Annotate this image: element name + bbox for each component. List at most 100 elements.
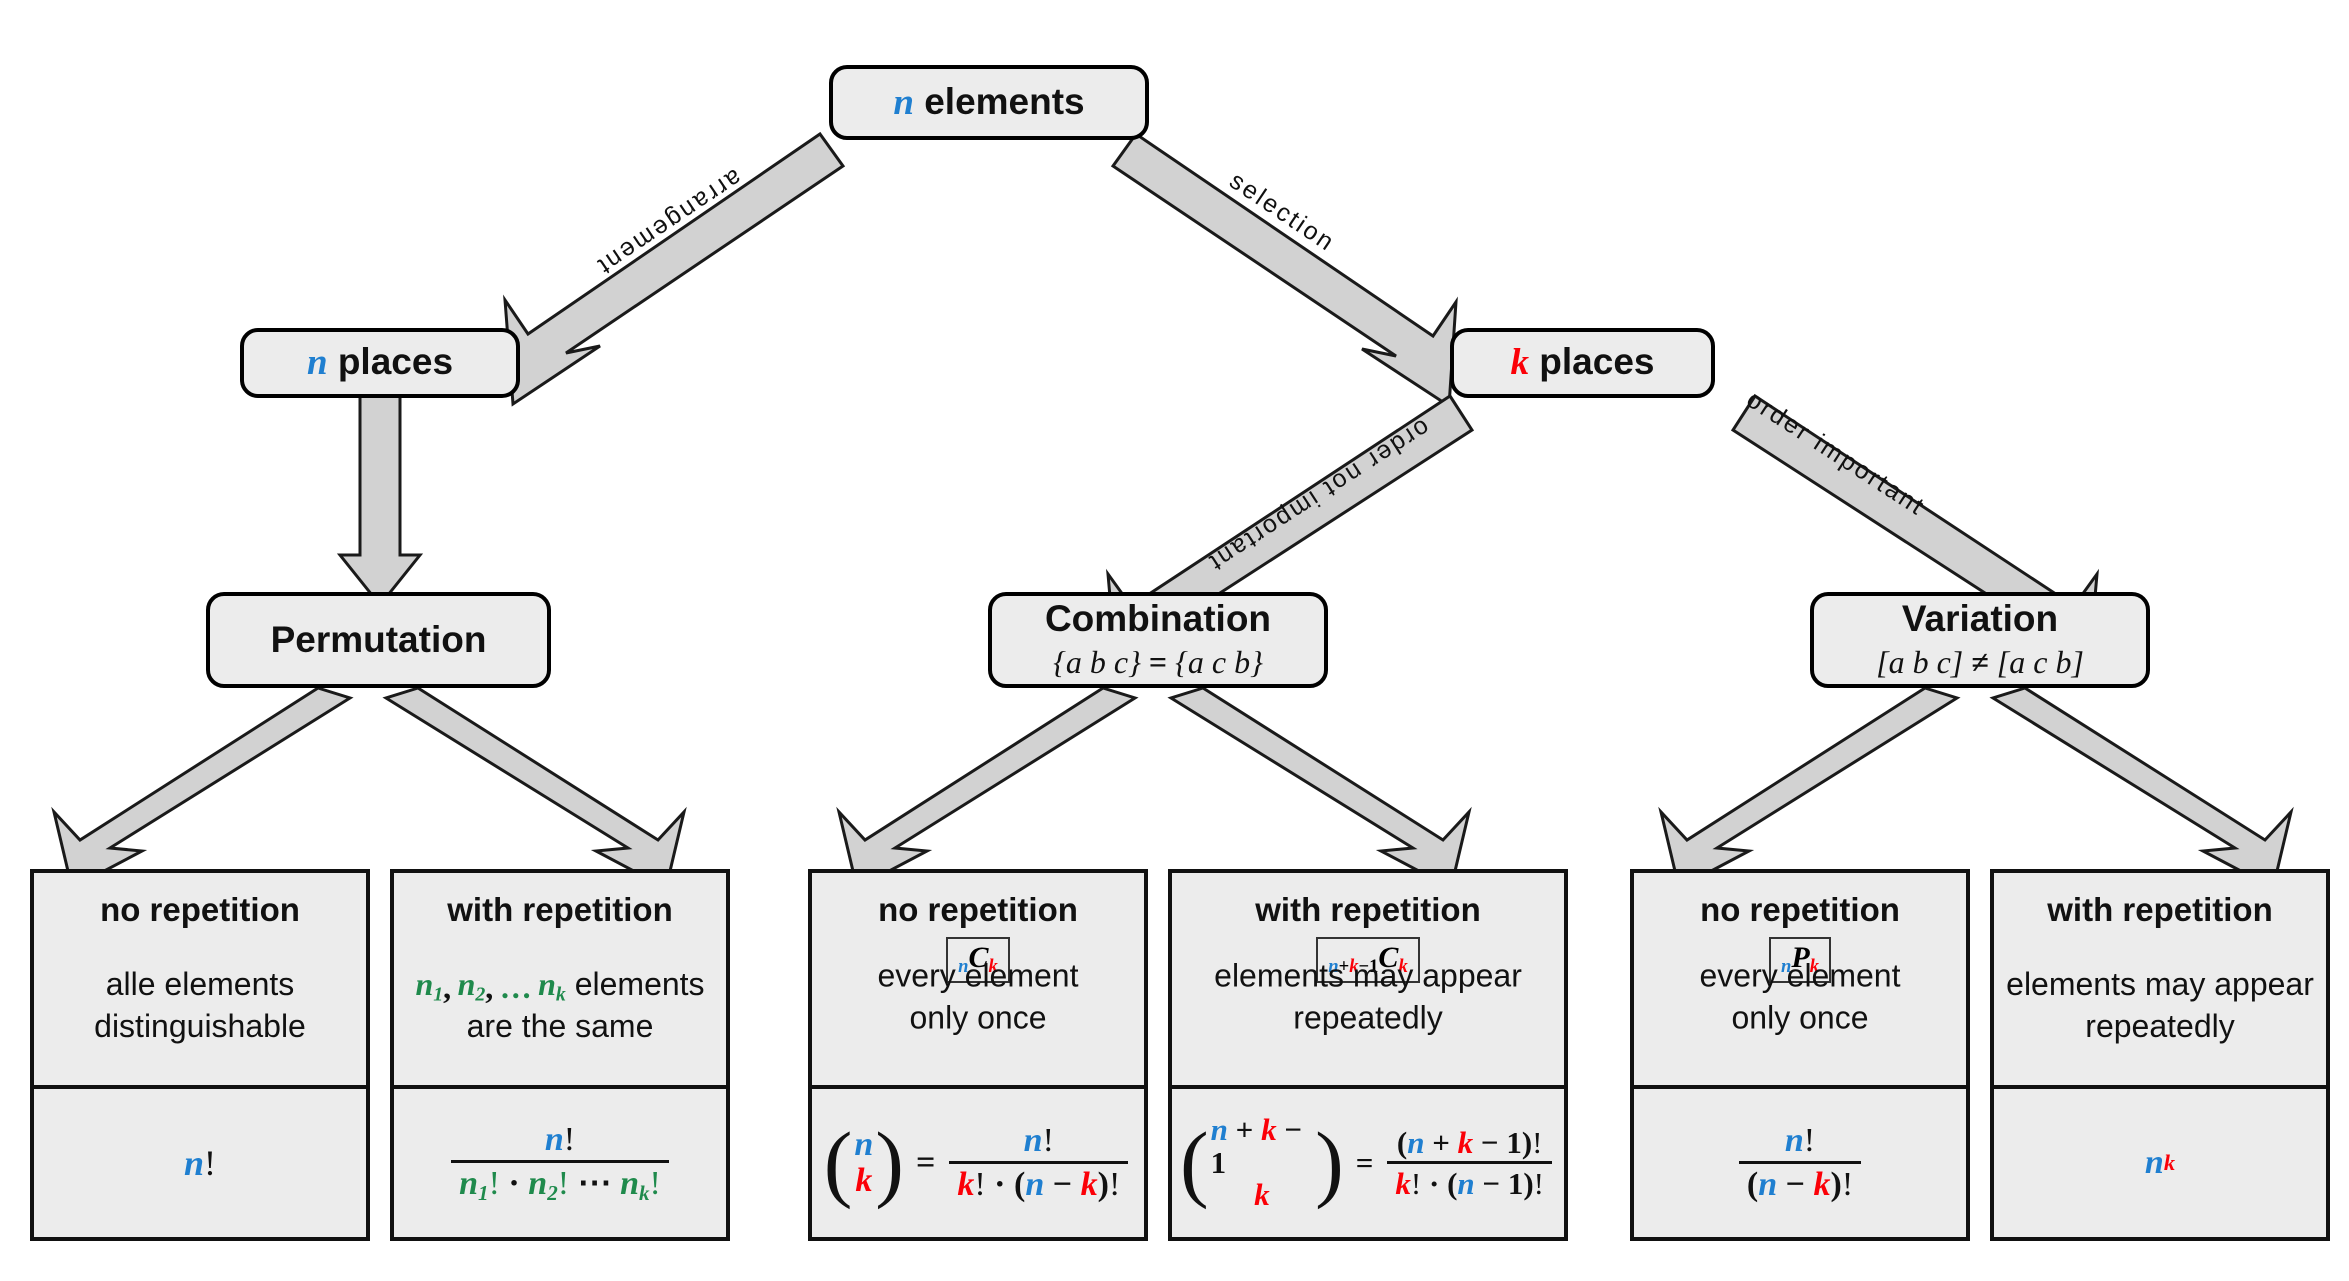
fraction-numerator: n!	[544, 1120, 576, 1158]
leaf-combination-with-repetition[interactable]: with repetition n+k−1Ck elements may app…	[1168, 869, 1568, 1241]
node-n-elements[interactable]: n elements	[829, 65, 1149, 140]
node-combination[interactable]: Combination {a b c} = {a c b}	[988, 592, 1328, 688]
fraction-numerator: (n + k − 1)!	[1396, 1124, 1543, 1160]
leaf-head: no repetition	[878, 891, 1078, 928]
variable-n: n	[306, 342, 328, 384]
variable-n: n	[2144, 1144, 2164, 1181]
formula-n-factorial: n!	[184, 1145, 216, 1181]
arrow-permutation-to-with-repetition	[382, 686, 687, 891]
node-variation[interactable]: Variation [a b c] ≠ [a c b]	[1810, 592, 2150, 688]
leaf-description-line1: alle elements	[105, 966, 295, 1003]
leaf-description: n1, n2, … nk elements are the same	[394, 964, 726, 1047]
variation-tuple-left: [a b c]	[1876, 643, 1964, 680]
fraction-denominator: k! · (n − 1)!	[1387, 1160, 1552, 1199]
symbol-P: P	[1791, 940, 1810, 974]
combination-equals: =	[1148, 643, 1168, 680]
node-variation-label: Variation	[1901, 598, 2059, 640]
symbol-C: C	[1378, 940, 1399, 974]
variable-n1: n1	[415, 966, 444, 1006]
symbol-C: C	[968, 940, 989, 974]
leaf-top: no repetition nCk every element only onc…	[812, 873, 1144, 1085]
node-k-places-label: k places	[1511, 341, 1655, 384]
leaf-formula: ( n k ) = n! k! · (n − k)!	[812, 1085, 1144, 1237]
leaf-description-line2: only once	[909, 999, 1047, 1036]
variable-k: k	[2163, 1149, 2176, 1175]
right-paren: )	[875, 1114, 904, 1211]
variable-n: n	[958, 956, 969, 978]
leaf-top: with repetition n+k−1Ck elements may app…	[1172, 873, 1564, 1085]
leaf-variation-with-repetition[interactable]: with repetition elements may appear repe…	[1990, 869, 2330, 1241]
leaf-formula: n! (n − k)!	[1634, 1085, 1966, 1237]
node-variation-example: [a b c] ≠ [a c b]	[1876, 644, 2084, 681]
node-k-places[interactable]: k places	[1450, 328, 1715, 398]
node-n-elements-text: elements	[924, 80, 1085, 122]
arrow-root-to-k-places	[1110, 131, 1458, 409]
variation-not-equals: ≠	[1971, 643, 1989, 680]
factorial-sign: !	[204, 1143, 217, 1183]
leaf-description-line1: every element	[1699, 957, 1901, 994]
formula-multiset-permutation: n! n1! · n2! ⋯ nk!	[451, 1120, 669, 1204]
arrow-n-places-to-permutation	[336, 393, 424, 608]
binomial-symbol: ( n + k − 1 k )	[1180, 1113, 1344, 1213]
node-permutation-label: Permutation	[270, 618, 487, 660]
variable-k: k	[1398, 956, 1408, 978]
leaf-description-line2: repeatedly	[2085, 1007, 2235, 1044]
binomial-symbol: ( n k )	[823, 1114, 904, 1211]
leaf-formula: ( n + k − 1 k ) = (n + k − 1)! k! · (n −…	[1172, 1085, 1564, 1237]
leaf-top: no repetition alle elements distinguisha…	[34, 873, 366, 1085]
arrow-variation-to-no-repetition	[1658, 686, 1961, 891]
fraction-denominator: k! · (n − k)!	[949, 1161, 1129, 1202]
left-paren: (	[823, 1114, 853, 1211]
binomial-stack: n k	[852, 1127, 875, 1198]
leaf-head: with repetition	[1255, 891, 1481, 928]
leaf-permutation-no-repetition[interactable]: no repetition alle elements distinguisha…	[30, 869, 370, 1241]
arrow-permutation-to-no-repetition	[51, 686, 354, 891]
leaf-combination-no-repetition[interactable]: no repetition nCk every element only onc…	[808, 869, 1148, 1241]
arrow-combination-to-with-repetition	[1167, 686, 1472, 891]
leaf-top: with repetition elements may appear repe…	[1994, 873, 2326, 1085]
leaf-notation-npkm1Ck: n+k−1Ck	[1316, 936, 1420, 983]
leaf-head: with repetition	[2047, 891, 2273, 928]
fraction: (n + k − 1)! k! · (n − 1)!	[1387, 1127, 1552, 1199]
right-paren: )	[1315, 1114, 1344, 1211]
node-permutation[interactable]: Permutation	[206, 592, 551, 688]
variable-n: n	[854, 1126, 874, 1164]
fraction-numerator: n!	[1784, 1122, 1816, 1159]
leaf-top: with repetition n1, n2, … nk elements ar…	[394, 873, 726, 1085]
notation-subscript: n+k−1	[1328, 956, 1379, 978]
node-combination-example: {a b c} = {a c b}	[1053, 644, 1263, 681]
formula-binomial-coefficient: ( n k ) = n! k! · (n − k)!	[823, 1114, 1133, 1211]
formula-multiset-coefficient: ( n + k − 1 k ) = (n + k − 1)! k! · (n −…	[1180, 1113, 1556, 1213]
leaf-description: every element only once	[1634, 956, 1966, 1039]
leaf-notation-nCk: nCk	[946, 936, 1010, 983]
node-combination-label: Combination	[1044, 598, 1272, 640]
equals-sign: =	[915, 1144, 936, 1181]
fraction-numerator: n!	[1023, 1122, 1054, 1159]
leaf-description-line2: repeatedly	[1293, 999, 1443, 1036]
formula-partial-permutation: n! (n − k)!	[1738, 1122, 1862, 1202]
leaf-permutation-with-repetition[interactable]: with repetition n1, n2, … nk elements ar…	[390, 869, 730, 1241]
variable-n: n	[893, 81, 914, 123]
variable-n: n	[1781, 956, 1792, 978]
leaf-variation-no-repetition[interactable]: no repetition nPk every element only onc…	[1630, 869, 1970, 1241]
arrow-combination-to-no-repetition	[836, 686, 1139, 891]
variation-tuple-right: [a c b]	[1996, 643, 2084, 680]
leaf-description-line1: every element	[877, 957, 1079, 994]
equals-sign: =	[1355, 1145, 1374, 1181]
node-n-places[interactable]: n places	[240, 328, 520, 398]
arrow-variation-to-with-repetition	[1989, 686, 2294, 891]
leaf-description-line2: only once	[1731, 999, 1869, 1036]
node-n-elements-label: n elements	[893, 80, 1085, 124]
leaf-head: with repetition	[447, 891, 673, 928]
node-k-places-text: places	[1539, 341, 1655, 383]
fraction-denominator: n1! · n2! ⋯ nk!	[451, 1159, 669, 1204]
leaf-description-math: n1, n2, … nk	[415, 966, 566, 1006]
leaf-formula: n! n1! · n2! ⋯ nk!	[394, 1085, 726, 1237]
leaf-description-line1: elements may appear	[2006, 966, 2314, 1003]
node-n-places-text: places	[337, 341, 454, 383]
binomial-bottom: k	[1254, 1177, 1270, 1213]
combination-set-right: {a c b}	[1175, 643, 1263, 680]
